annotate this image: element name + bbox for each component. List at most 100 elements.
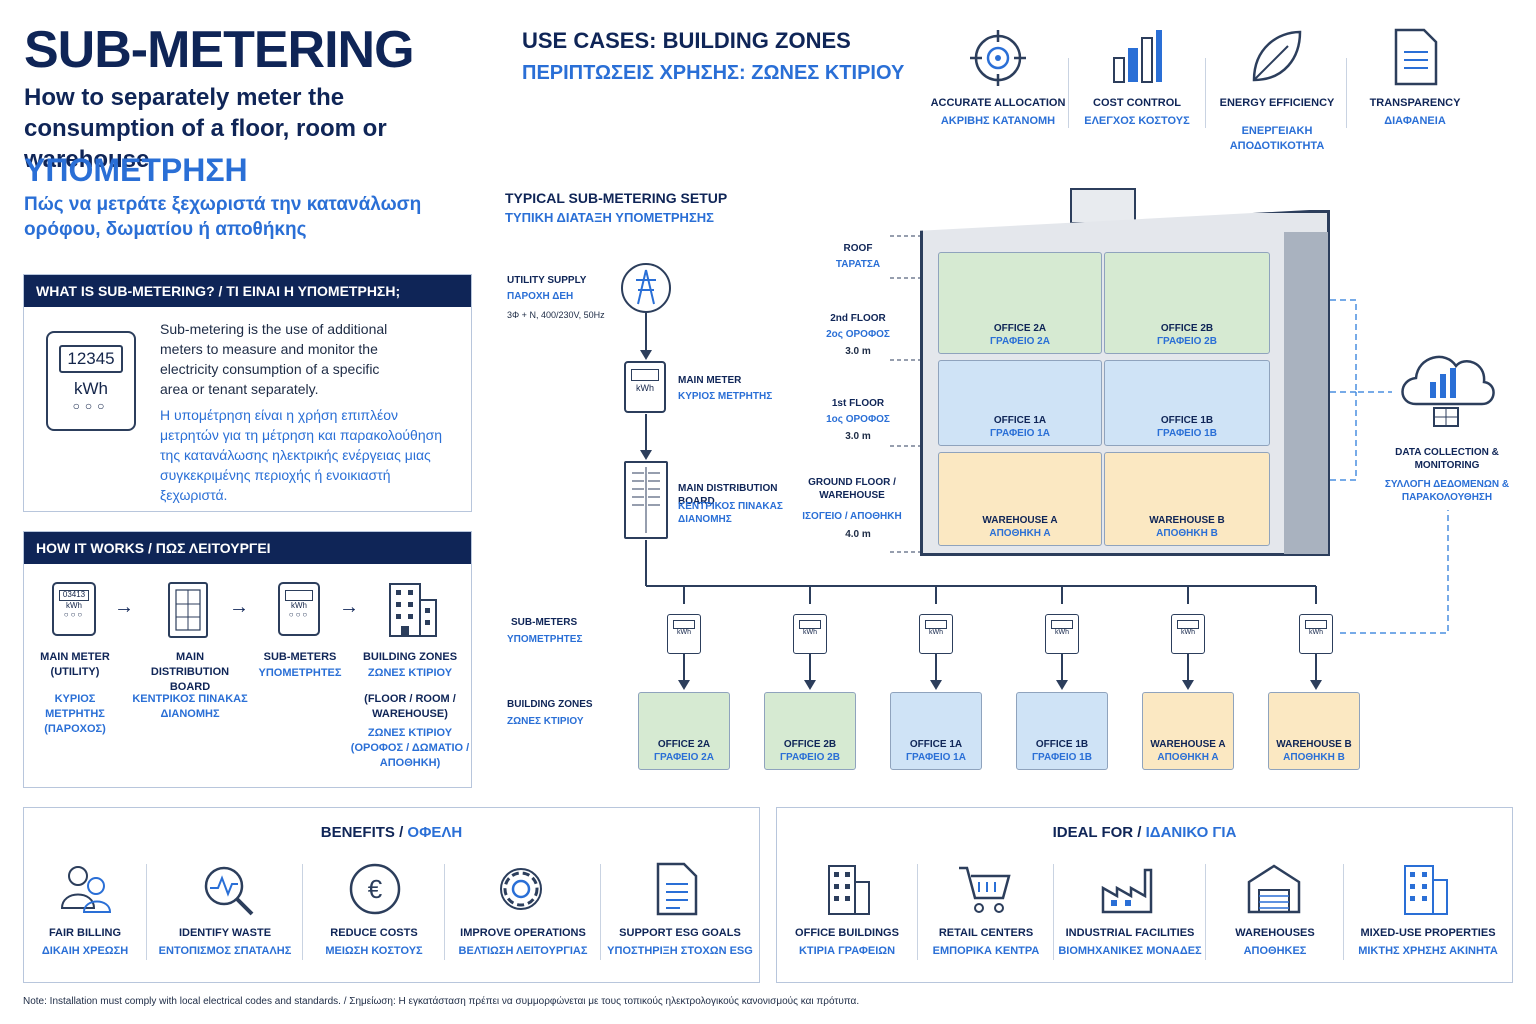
building-room-wb: WAREHOUSE B ΑΠΟΘΗΚΗ Β	[1104, 452, 1270, 546]
feature-accurate-gr: ΑΚΡΙΒΗΣ ΚΑΤΑΝΟΜΗ	[940, 115, 1056, 127]
step-zones-en2: (FLOOR / ROOM / WAREHOUSE)	[364, 693, 456, 720]
ideal-retail-gr: ΕΜΠΟΡΙΚΑ ΚΕΝΤΡΑ	[932, 945, 1040, 957]
floor-2-en: 2nd FLOOR	[830, 313, 886, 324]
benefit-fair-billing-en: FAIR BILLING	[48, 927, 122, 939]
benefit-fair-billing-gr: ΔΙΚΑΙΗ ΧΡΕΩΣΗ	[41, 945, 129, 957]
mdb-label-gr: ΚΕΝΤΡΙΚΟΣ ΠΙΝΑΚΑΣ ΔΙΑΝΟΜΗΣ	[678, 501, 783, 525]
meter-unit: kWh	[74, 379, 108, 398]
floor-1-en: 1st FLOOR	[831, 398, 885, 409]
building-room-wa: WAREHOUSE A ΑΠΟΘΗΚΗ Α	[938, 452, 1102, 546]
euro-icon: €	[348, 862, 402, 916]
arrow-right-icon: →	[339, 596, 359, 618]
document-icon	[1392, 28, 1440, 86]
floor-2-gr: 2ος ΟΡΟΦΟΣ	[826, 329, 890, 340]
feature-transparency-en: TRANSPARENCY	[1369, 97, 1461, 109]
main-meter-label-gr: ΚΥΡΙΟΣ ΜΕΤΡΗΤΗΣ	[678, 391, 773, 402]
bar-chart-icon	[1110, 28, 1164, 86]
benefit-reduce-costs-en: REDUCE COSTS	[330, 927, 418, 939]
leaf-icon	[1248, 28, 1304, 86]
gear-icon	[494, 862, 548, 916]
sub-meter-icon: kWh	[667, 614, 701, 654]
what-is-text-en: Sub-metering is the use of additional me…	[160, 321, 388, 397]
mixed-use-building-icon	[1401, 862, 1451, 916]
utility-tower-icon	[621, 263, 671, 313]
use-cases-title-gr: ΠΕΡΙΠΤΩΣΕΙΣ ΧΡΗΣΗΣ: ΖΩΝΕΣ ΚΤΙΡΙΟΥ	[522, 62, 905, 84]
step-mdb-en: MAIN DISTRIBUTION BOARD	[150, 651, 230, 693]
how-it-works-header: HOW IT WORKS / ΠΩΣ ΛΕΙΤΟΥΡΓΕΙ	[24, 532, 471, 564]
main-meter-icon: 03413 kWh ○○○	[52, 582, 96, 636]
people-icon	[60, 862, 112, 916]
sub-meter-icon: kWh	[1045, 614, 1079, 654]
step-mdb-gr: ΚΕΝΤΡΙΚΟΣ ΠΙΝΑΚΑΣ ΔΙΑΝΟΜΗΣ	[132, 693, 248, 720]
data-collection-label-gr: ΣΥΛΛΟΓΗ ΔΕΔΟΜΕΝΩΝ & ΠΑΡΑΚΟΛΟΥΘΗΣΗ	[1384, 479, 1510, 503]
arrow-right-icon: →	[229, 596, 249, 618]
ideal-industrial-en: INDUSTRIAL FACILITIES	[1065, 927, 1195, 939]
ideal-mixed-gr: ΜΙΚΤΗΣ ΧΡΗΣΗΣ ΑΚΙΝΗΤΑ	[1358, 945, 1498, 957]
page-title-gr: ΥΠΟΜΕΤΡΗΣΗ	[24, 152, 248, 188]
submeters-row-label: SUB-METERS	[511, 617, 578, 628]
zones-row-label-gr: ΖΩΝΕΣ ΚΤΙΡΙΟΥ	[507, 716, 584, 727]
benefit-esg-gr: ΥΠΟΣΤΗΡΙΞΗ ΣΤΟΧΩΝ ESG	[607, 945, 753, 957]
submeters-row-label-gr: ΥΠΟΜΕΤΡΗΤΕΣ	[507, 634, 583, 645]
feature-transparency-gr: ΔΙΑΦΑΝΕΙΑ	[1384, 115, 1446, 127]
step-zones-gr2: ΖΩΝΕΣ ΚΤΙΡΙΟΥ (ΟΡΟΦΟΣ / ΔΩΜΑΤΙΟ / ΑΠΟΘΗΚ…	[350, 727, 470, 769]
setup-title: TYPICAL SUB-METERING SETUP	[505, 190, 728, 206]
mdb-label: MAIN DISTRIBUTION BOARD	[678, 483, 778, 507]
page-subtitle-gr: Πώς να μετράτε ξεχωριστά την κατανάλωση …	[24, 194, 422, 240]
feature-cost-en: COST CONTROL	[1093, 97, 1181, 109]
floor-ground-gr: ΙΣΟΓΕΙΟ / ΑΠΟΘΗΚΗ	[802, 511, 902, 522]
distribution-board-icon	[168, 582, 208, 638]
ideal-mixed-en: MIXED-USE PROPERTIES	[1360, 927, 1496, 939]
setup-title-gr: ΤΥΠΙΚΗ ΔΙΑΤΑΞΗ ΥΠΟΜΕΤΡΗΣΗΣ	[505, 210, 714, 225]
zones-row-label: BUILDING ZONES	[507, 699, 593, 710]
svg-text:€: €	[368, 874, 383, 904]
benefits-title: BENEFITS / ΟΦΕΛΗ	[320, 824, 463, 841]
building-room-2b: OFFICE 2B ΓΡΑΦΕΙΟ 2Β	[1104, 252, 1270, 354]
ideal-office-en: OFFICE BUILDINGS	[795, 927, 899, 939]
benefit-identify-waste-gr: ΕΝΤΟΠΙΣΜΟΣ ΣΠΑΤΑΛΗΣ	[158, 945, 292, 957]
floor-1-gr: 1ος ΟΡΟΦΟΣ	[826, 414, 890, 425]
footnote: Note: Installation must comply with loca…	[23, 996, 860, 1007]
floor-2-height: 3.0 m	[845, 346, 871, 357]
page-title: SUB-METERING	[24, 21, 415, 79]
magnifier-icon	[200, 862, 256, 918]
step-main-meter-en: MAIN METER (UTILITY)	[40, 651, 110, 678]
meter-icon: 12345 kWh ○○○	[46, 331, 136, 431]
utility-label-gr: ΠΑΡΟΧΗ ΔΕΗ	[507, 291, 574, 302]
main-meter-label: MAIN METER	[678, 375, 742, 386]
feature-energy-gr: ΕΝΕΡΓΕΙΑΚΗ ΑΠΟΔΟΤΙΚΟΤΗΤΑ	[1229, 125, 1325, 152]
step-zones-en: BUILDING ZONES	[362, 651, 458, 663]
building-room-1a: OFFICE 1A ΓΡΑΦΕΙΟ 1Α	[938, 360, 1102, 446]
use-cases-title: USE CASES: BUILDING ZONES	[522, 28, 851, 53]
sub-meter-icon: kWh	[919, 614, 953, 654]
what-is-header: WHAT IS SUB-METERING? / ΤΙ ΕΙΝΑΙ Η ΥΠΟΜΕ…	[24, 275, 471, 307]
warehouse-icon	[1245, 862, 1303, 916]
step-submeters-en: SUB-METERS	[263, 651, 337, 663]
floor-ground-en: GROUND FLOOR / WAREHOUSE	[808, 477, 896, 501]
shopping-cart-icon	[957, 862, 1013, 916]
ideal-for-panel: IDEAL FOR / ΙΔΑΝΙΚΟ ΓΙΑ OFFICE BUILDINGS…	[776, 807, 1513, 983]
ideal-warehouses-en: WAREHOUSES	[1235, 927, 1315, 939]
sub-meter-icon: kWh	[793, 614, 827, 654]
step-zones-gr: ΖΩΝΕΣ ΚΤΙΡΙΟΥ	[367, 667, 453, 679]
distribution-board-device	[624, 461, 668, 539]
office-building-icon	[825, 862, 873, 916]
step-main-meter-gr: ΚΥΡΙΟΣ ΜΕΤΡΗΤΗΣ (ΠΑΡΟΧΟΣ)	[44, 693, 106, 735]
benefit-improve-ops-en: IMPROVE OPERATIONS	[460, 927, 586, 939]
cloud-monitoring-icon	[1394, 342, 1498, 430]
floor-roof-gr: ΤΑΡΑΤΣΑ	[835, 259, 881, 270]
sub-meter-icon: kWh	[1171, 614, 1205, 654]
meter-reading: 12345	[59, 345, 123, 373]
arrow-right-icon: →	[114, 596, 134, 618]
building-room-1b: OFFICE 1B ΓΡΑΦΕΙΟ 1Β	[1104, 360, 1270, 446]
utility-spec: 3Φ + N, 400/230V, 50Hz	[507, 310, 605, 320]
sub-meter-icon: kWh ○○○	[278, 582, 320, 636]
ideal-industrial-gr: ΒΙΟΜΗΧΑΝΙΚΕΣ ΜΟΝΑΔΕΣ	[1058, 945, 1202, 957]
